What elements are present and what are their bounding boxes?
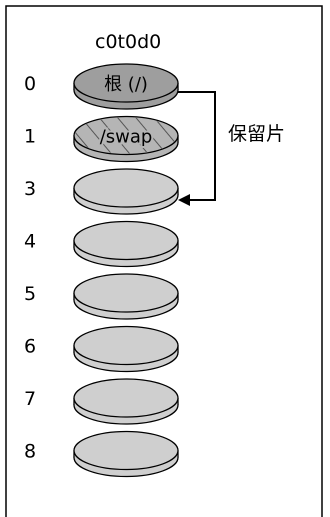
slice-4: 4 [24, 220, 179, 268]
preserve-connector-line [178, 91, 216, 201]
slice-top [73, 168, 179, 208]
slice-index-label: 3 [24, 178, 36, 200]
slice-1: 1/swap [24, 115, 179, 163]
preserved-slice-label: 保留片 [228, 123, 285, 145]
slice-index-label: 6 [24, 336, 36, 358]
slice-index-label: 1 [24, 126, 36, 148]
slice-0: 0 根 (/) [24, 63, 179, 110]
slice-name-label: 根 (/) [104, 74, 148, 95]
slice-8: 8 [24, 430, 179, 478]
slice-6: 6 [24, 325, 179, 373]
slice-index-label: 0 [24, 73, 36, 95]
slice-stack: 0 根 (/) 1/swap 3 4 5 6 7 8 [24, 63, 179, 478]
slice-top [73, 325, 179, 366]
slice-top [73, 430, 179, 471]
frame-border [5, 5, 323, 517]
disk-title: c0t0d0 [95, 31, 161, 53]
slice-top [73, 273, 179, 313]
slice-top [73, 220, 179, 261]
slice-5: 5 [24, 273, 179, 320]
slice-index-label: 4 [24, 231, 36, 253]
slice-index-label: 7 [24, 388, 36, 410]
swap-hatch-pattern [75, 117, 177, 154]
slice-index-label: 5 [24, 283, 36, 305]
slice-top [73, 63, 179, 103]
slice-3: 3 [24, 168, 179, 215]
slice-top [73, 378, 179, 418]
arrow-head-icon [178, 194, 190, 206]
slice-7: 7 [24, 378, 179, 425]
slice-index-label: 8 [24, 441, 36, 463]
slice-name-label: /swap [100, 127, 153, 148]
